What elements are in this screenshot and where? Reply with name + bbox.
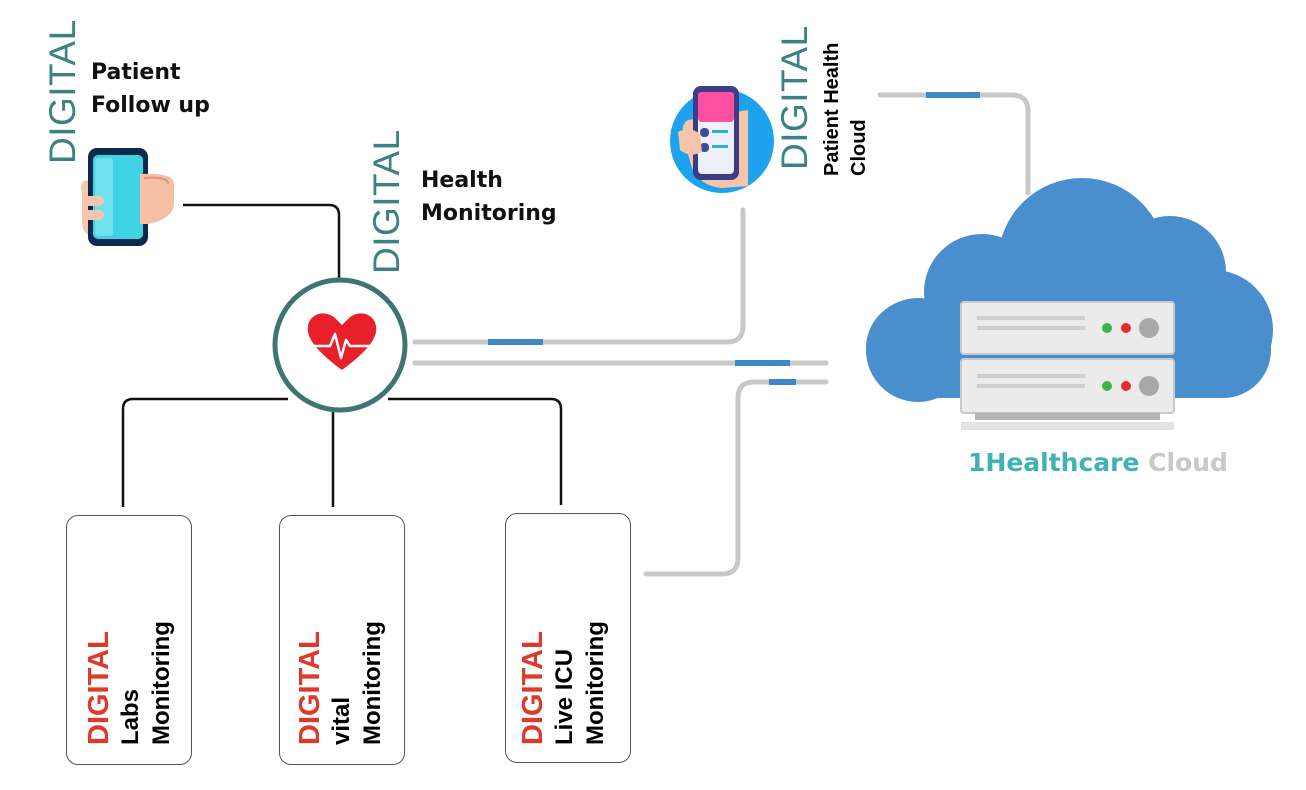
icu-line2: Monitoring	[582, 621, 609, 745]
cloud-suffix: Cloud	[1139, 448, 1228, 477]
server-rack	[960, 301, 1175, 430]
connector-follow-up-hub	[183, 203, 341, 285]
vital-monitoring-label: DIGITAL vital Monitoring	[294, 621, 388, 745]
pipe-app-cloud	[877, 92, 1031, 196]
cloud-caption: 1Healthcare Cloud	[968, 448, 1228, 477]
pipe-accent	[735, 360, 790, 366]
patient-health-cloud-title: Patient Health Cloud	[819, 43, 873, 176]
phone-in-hand-icon	[81, 148, 174, 246]
patient-health-cloud-title-line2: Cloud	[848, 119, 870, 176]
patient-health-cloud-title-line1: Patient Health	[821, 42, 843, 176]
health-hub[interactable]	[272, 277, 408, 413]
icu-monitoring-card[interactable]	[505, 513, 631, 763]
cloud-server-icon	[866, 178, 1273, 430]
icu-monitoring-label: DIGITAL Live ICU Monitoring	[517, 621, 611, 745]
icu-line1: Live ICU	[551, 648, 578, 745]
hub-connectors	[121, 203, 563, 507]
labs-line1: Labs	[117, 688, 144, 745]
vital-line2: Monitoring	[359, 621, 386, 745]
health-monitoring-digital-tag: DIGITAL	[366, 129, 407, 274]
heart-pulse-icon	[306, 313, 378, 370]
mobile-app-icon	[670, 86, 774, 193]
pipe-icu-cloud	[643, 379, 829, 577]
health-monitoring-title-line1: Health	[421, 168, 503, 193]
vital-monitoring-card[interactable]	[279, 515, 405, 765]
follow-up-title: Patient Follow up	[91, 56, 210, 122]
health-monitoring-title-line2: Monitoring	[421, 201, 557, 226]
cloud-brand: 1Healthcare	[968, 448, 1140, 477]
patient-health-cloud-digital-tag: DIGITAL	[774, 25, 815, 170]
labs-line2: Monitoring	[148, 621, 175, 745]
vital-digital-tag: DIGITAL	[294, 631, 326, 745]
pipe-hub-app	[412, 207, 746, 345]
follow-up-title-line2: Follow up	[91, 93, 210, 118]
health-monitoring-title: Health Monitoring	[421, 164, 557, 230]
icu-digital-tag: DIGITAL	[517, 631, 549, 745]
follow-up-digital-tag: DIGITAL	[42, 19, 83, 164]
vital-line1: vital	[328, 696, 355, 745]
labs-digital-tag: DIGITAL	[83, 631, 115, 745]
pipe-accents	[488, 92, 980, 385]
labs-monitoring-card[interactable]	[66, 515, 192, 765]
connector-hub-icu	[388, 397, 563, 505]
pipe-accent	[926, 92, 980, 98]
pipe-accent	[769, 379, 796, 385]
follow-up-title-line1: Patient	[91, 60, 181, 85]
labs-monitoring-label: DIGITAL Labs Monitoring	[83, 621, 177, 745]
connector-hub-labs	[121, 397, 288, 507]
pipe-accent	[488, 339, 543, 345]
